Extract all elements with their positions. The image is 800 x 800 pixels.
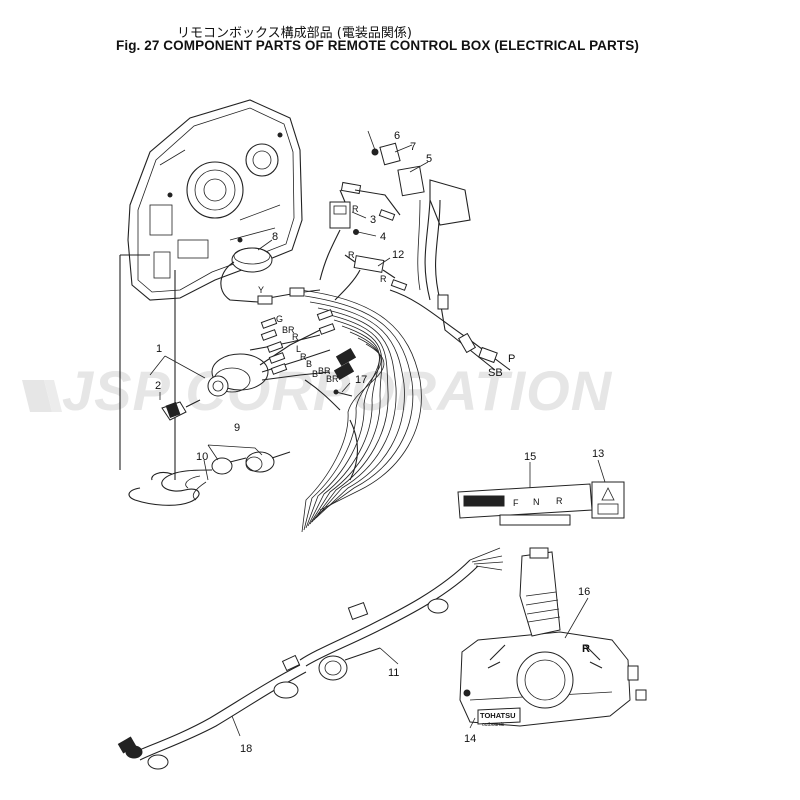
callout-3: 3 [370,214,376,226]
indicator-r: R [556,496,563,506]
callout-1: 1 [156,343,162,355]
lever-r-mark: R [582,643,590,655]
callout-7: 7 [410,141,416,153]
side-mount-control-box-part-14: TOHATSU outboards R [459,631,647,728]
callout-numbers: 1 2 3 4 5 6 7 8 9 10 11 12 13 14 15 16 1… [155,130,604,755]
callout-13: 13 [592,448,604,460]
wire-label-br1: BR [282,325,295,335]
wire-label-p: P [508,353,515,365]
fuse-part-12 [344,254,396,279]
callout-6: 6 [394,130,400,142]
wire-label-l: L [296,344,301,354]
callout-10: 10 [196,451,208,463]
callout-5: 5 [426,153,432,165]
title-japanese: リモコンボックス構成部品 (電装品関係) [177,26,412,41]
control-box-sub: outboards [482,722,505,728]
shift-indicator-panel-part-15: F N R [457,483,593,526]
extension-harness-part-18 [117,654,307,770]
wire-label-b-low: B [312,369,318,379]
callout-2: 2 [155,380,161,392]
figure-title: Fig. 27 COMPONENT PARTS OF REMOTE CONTRO… [116,38,639,53]
callout-14: 14 [464,733,476,745]
buzzer-part-8 [220,247,305,305]
wire-label-g: G [276,314,283,324]
lanyard-cord-part-10 [128,469,213,506]
bullet-connectors [260,209,408,381]
neutral-switch-assembly [371,142,498,371]
callout-16: 16 [578,586,590,598]
wire-label-r-12a: R [348,250,355,260]
ignition-key-part-2 [161,399,201,421]
leader-lines [149,130,606,737]
wire-label-br2: BR [318,366,331,376]
callout-8: 8 [272,231,278,243]
main-harness-part-11 [299,547,504,681]
callout-4: 4 [380,231,386,243]
wire-label-sb: SB [488,367,503,379]
control-box-brand: TOHATSU [480,711,516,720]
callout-17: 17 [355,374,367,386]
screw-part-17 [333,389,353,397]
wire-label-b-mid: B [306,359,312,369]
callout-18: 18 [240,743,252,755]
indicator-f: F [513,498,519,508]
wire-label-r-top: R [352,204,359,214]
warning-label-part-13 [591,481,625,519]
control-lever-part-16 [519,547,561,637]
callout-11: 11 [388,667,399,679]
callout-12: 12 [392,249,404,261]
wire-label-r-12b: R [380,274,387,284]
emergency-stop-switch-part-9 [211,451,291,475]
wire-label-br3: BR [326,374,339,384]
wire-label-r-low: R [300,352,307,362]
relay-part-3 [329,181,401,235]
callout-15: 15 [524,451,536,463]
wire-label-r-mid: R [292,332,299,342]
indicator-n: N [533,497,540,507]
remote-control-box-housing [127,99,303,301]
wire-label-y: Y [258,285,264,295]
wire-color-labels: R R R Y G BR R L R B B BR BR P SB [258,204,515,384]
callout-9: 9 [234,422,240,434]
